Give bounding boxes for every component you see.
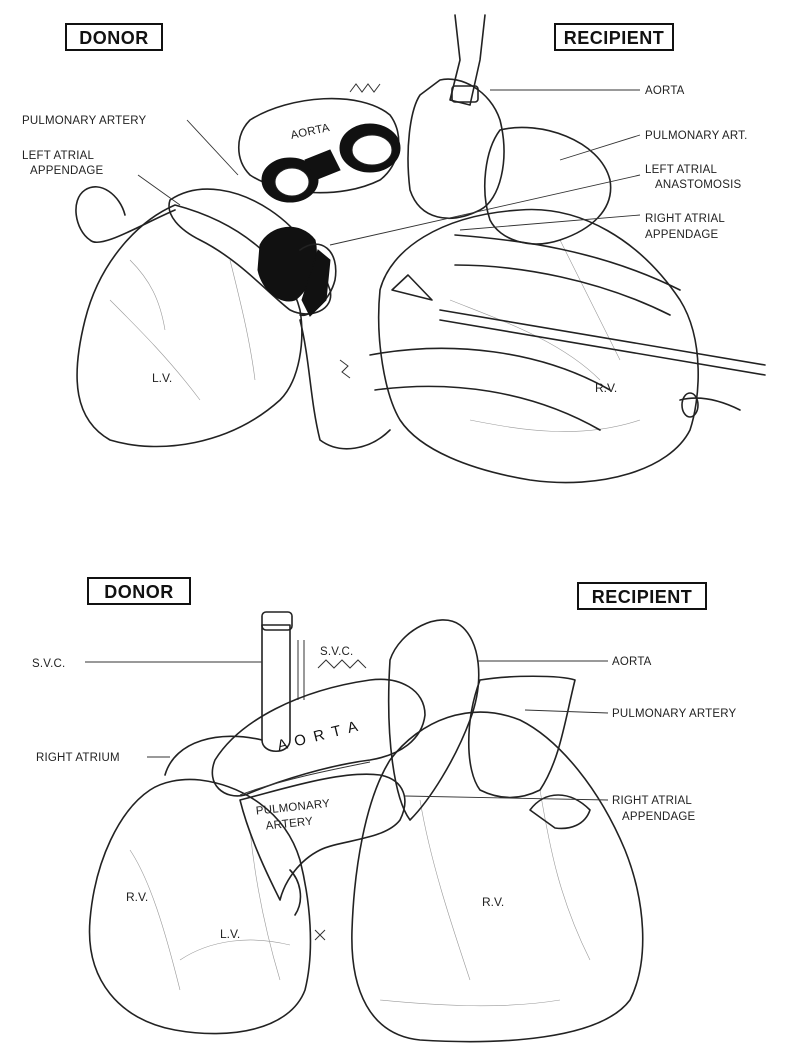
top-label-left-atrial-appendage-1: LEFT ATRIAL	[22, 150, 94, 162]
top-label-pulmonary-art: PULMONARY ART.	[645, 130, 748, 142]
top-panel: DONOR RECIPIENT	[22, 15, 765, 483]
bottom-donor-pulmonary-artery	[240, 774, 405, 900]
top-donor-label: DONOR	[79, 28, 149, 48]
top-label-left-atrial-anastomosis-1: LEFT ATRIAL	[645, 164, 717, 176]
bottom-right-atrium	[165, 736, 262, 775]
top-label-aorta-recipient: AORTA	[645, 85, 685, 97]
bottom-donor-heart	[90, 779, 311, 1033]
bottom-svc-suture	[318, 660, 366, 668]
bottom-label-right-atrium: RIGHT ATRIUM	[36, 752, 120, 764]
bottom-label-rv-recipient: R.V.	[482, 895, 504, 909]
bottom-label-right-atrial-appendage-2: APPENDAGE	[622, 811, 696, 823]
bottom-recipient-ra-appendage	[530, 795, 590, 828]
bottom-label-pulmonary-artery-recipient: PULMONARY ARTERY	[612, 708, 737, 720]
bottom-recipient-pulmonary-artery	[469, 676, 575, 797]
bottom-label-rv-donor: R.V.	[126, 890, 148, 904]
bottom-label-aorta-recipient: AORTA	[612, 656, 652, 668]
top-label-aorta-donor: AORTA	[290, 122, 331, 142]
top-recipient-label: RECIPIENT	[564, 28, 665, 48]
top-label-right-atrial-appendage-2: APPENDAGE	[645, 229, 719, 241]
bottom-recipient-label: RECIPIENT	[592, 587, 693, 607]
top-label-left-atrial-appendage-2: APPENDAGE	[30, 165, 104, 177]
top-recipient-aorta	[408, 79, 504, 218]
bottom-label-pulmonary-donor-1: PULMONARY	[255, 798, 330, 818]
top-label-right-atrial-appendage-1: RIGHT ATRIAL	[645, 213, 725, 225]
bottom-label-aorta-donor: A O R T A	[276, 718, 362, 755]
bottom-label-pulmonary-donor-2: ARTERY	[265, 816, 314, 833]
top-label-lv: L.V.	[152, 371, 172, 385]
bottom-label-svc-left: S.V.C.	[32, 658, 65, 670]
top-label-pulmonary-artery: PULMONARY ARTERY	[22, 115, 147, 127]
bottom-label-svc-mid: S.V.C.	[320, 646, 353, 658]
bottom-recipient-heart	[352, 712, 643, 1041]
top-cannula-upper	[455, 235, 680, 315]
top-cannula-lower	[370, 348, 610, 430]
bottom-label-lv-donor: L.V.	[220, 927, 240, 941]
top-label-rv: R.V.	[595, 381, 617, 395]
bottom-donor-svc	[262, 625, 290, 751]
top-label-left-atrial-anastomosis-2: ANASTOMOSIS	[655, 179, 741, 191]
bottom-label-right-atrial-appendage-1: RIGHT ATRIAL	[612, 795, 692, 807]
top-sucker-line	[440, 310, 765, 375]
top-left-atrial-appendage	[76, 187, 175, 242]
bottom-panel: DONOR RECIPIENT	[32, 578, 737, 1042]
bottom-donor-label: DONOR	[104, 582, 174, 602]
